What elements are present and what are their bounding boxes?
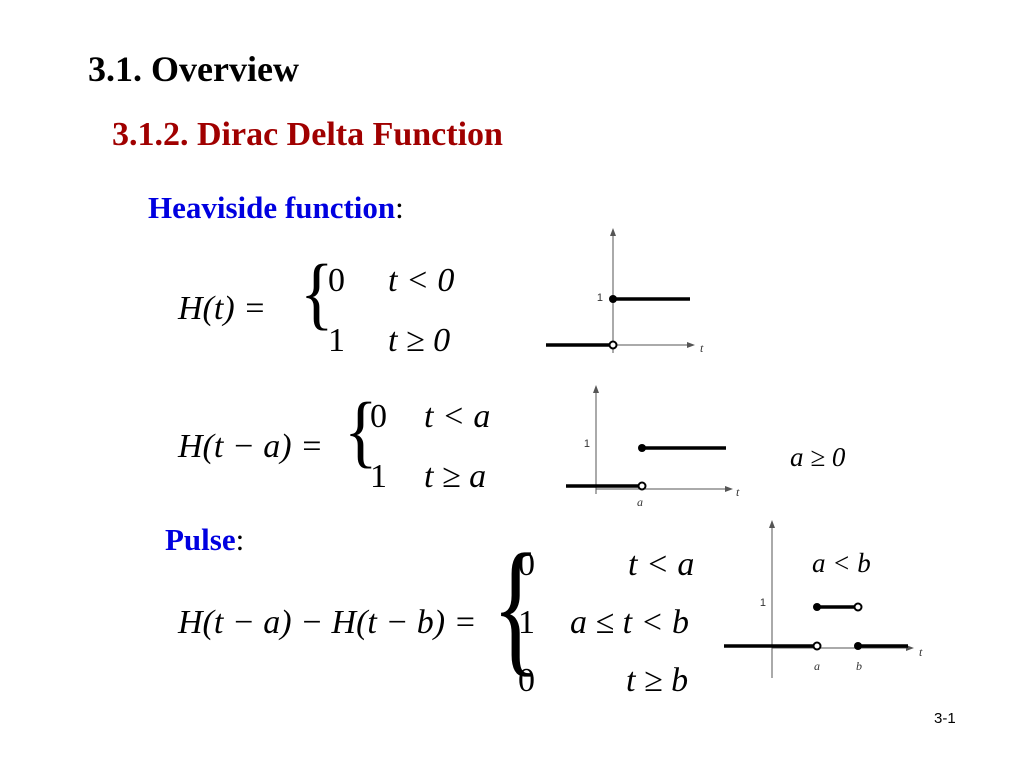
eq2-case2-condition: t ≥ a (424, 458, 487, 495)
eq3-lhs: H(t − a) − H(t − b) = (178, 604, 477, 641)
graph-shifted-heaviside: 1 a t (566, 385, 740, 509)
eq3-note: a < b (812, 548, 871, 578)
eq1-case2-condition: t ≥ 0 (388, 322, 451, 359)
graph3-a-open-dot (812, 641, 822, 651)
graph1-y-tick: 1 (597, 292, 603, 304)
graph1-x-label: t (700, 341, 704, 355)
graph1-closed-dot (609, 295, 617, 303)
section-subtitle: 3.1.2. Dirac Delta Function (112, 116, 503, 153)
graph2-a-label: a (637, 495, 643, 509)
eq2-note: a ≥ 0 (790, 442, 846, 472)
eq3-case1-value: 0 (518, 546, 535, 583)
graph3-b-open-dot (853, 602, 863, 612)
graph1-open-dot (608, 340, 618, 350)
eq3-case2-condition: a ≤ t < b (570, 604, 690, 641)
graph3-x-label: t (919, 645, 923, 659)
graph3-a-label: a (814, 659, 820, 673)
heaviside-heading: Heaviside function: (148, 190, 404, 226)
graph3-a-closed-dot (813, 603, 821, 611)
eq3-case2-value: 1 (518, 604, 535, 641)
eq1-brace: { (300, 249, 334, 338)
eq2-case2-value: 1 (370, 458, 387, 495)
pulse-heading: Pulse: (165, 522, 244, 558)
eq1-case1-condition: t < 0 (388, 262, 455, 299)
slide-title: 3.1. Overview (88, 49, 299, 89)
graph3-b-closed-dot (854, 642, 862, 650)
eq3-brace: { (492, 523, 540, 690)
page-number: 3-1 (934, 710, 956, 727)
graph3-b-label: b (856, 659, 862, 673)
graph2-y-arrow-icon (593, 385, 599, 393)
graph1-x-arrow-icon (687, 342, 695, 348)
pulse-colon: : (235, 522, 245, 557)
heaviside-heading-text: Heaviside function (148, 190, 396, 225)
graph2-x-label: t (736, 485, 740, 499)
heaviside-colon: : (395, 190, 404, 225)
eq1-case1-value: 0 (328, 262, 345, 299)
eq1-lhs: H(t) = (178, 290, 267, 327)
eq2-case1-value: 0 (370, 398, 387, 435)
eq2-brace: { (344, 387, 378, 476)
graph3-y-tick: 1 (760, 597, 766, 609)
graph-pulse: 1 a b t (724, 520, 923, 678)
eq3-case1-condition: t < a (628, 546, 695, 583)
eq1-case2-value: 1 (328, 322, 345, 359)
pulse-heading-text: Pulse (165, 522, 236, 557)
graph2-y-tick: 1 (584, 438, 590, 450)
eq2-lhs: H(t − a) = (178, 428, 324, 465)
graph-heaviside: 1 t (546, 228, 704, 355)
eq3-case3-condition: t ≥ b (626, 662, 689, 699)
graph2-open-dot (637, 481, 647, 491)
graph2-x-arrow-icon (725, 486, 733, 492)
graph2-closed-dot (638, 444, 646, 452)
graph1-y-arrow-icon (610, 228, 616, 236)
eq3-case3-value: 0 (518, 662, 535, 699)
graph3-y-arrow-icon (769, 520, 775, 528)
eq2-case1-condition: t < a (424, 398, 491, 435)
